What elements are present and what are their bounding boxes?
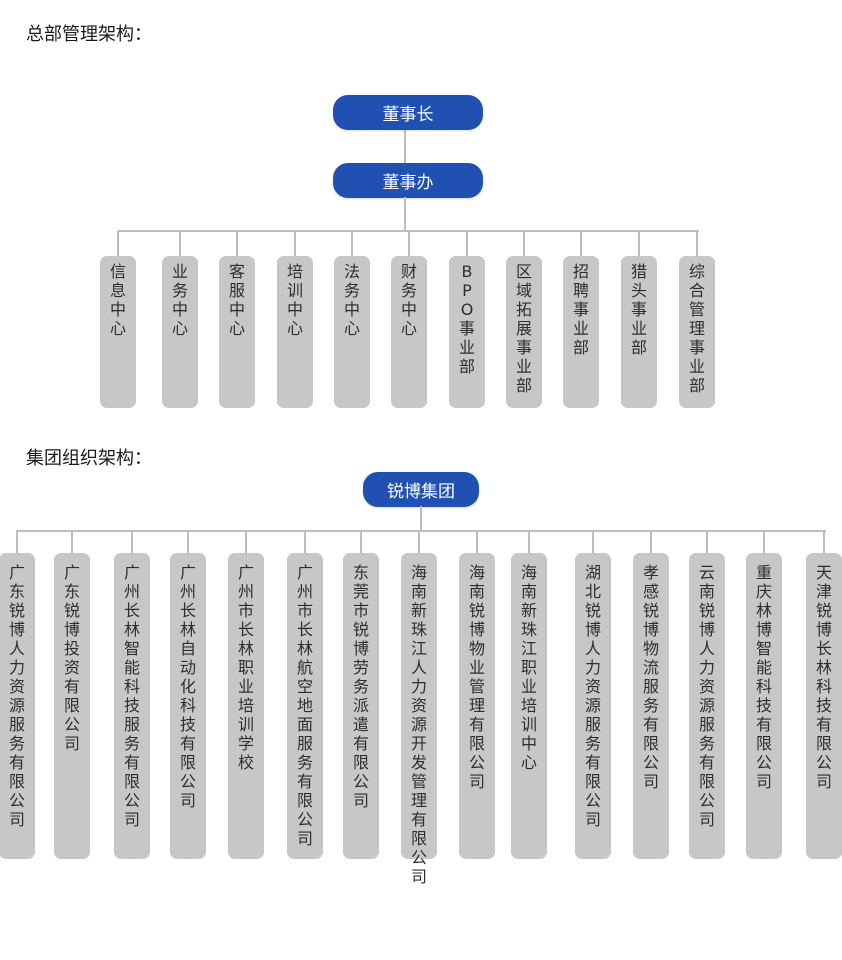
group-section-title: 集团组织架构： <box>26 448 152 469</box>
company-node: 广州市长林航空地面服务有限公司 <box>287 553 323 859</box>
company-node: 海南锐博物业管理有限公司 <box>459 553 495 859</box>
company-connector <box>187 531 189 553</box>
company-label: 海南新珠江人力资源开发管理有限公司 <box>410 563 427 886</box>
company-connector <box>706 531 708 553</box>
company-connector <box>528 531 530 553</box>
department-label: 财务中心 <box>400 262 417 338</box>
group-trunk-line <box>420 506 422 531</box>
company-label: 天津锐博长林科技有限公司 <box>815 563 832 791</box>
company-connector <box>823 531 825 553</box>
office-label: 董事办 <box>382 173 434 193</box>
department-connector <box>179 231 181 256</box>
company-node: 天津锐博长林科技有限公司 <box>806 553 842 859</box>
company-label: 重庆林博智能科技有限公司 <box>755 563 772 791</box>
company-label: 海南新珠江职业培训中心 <box>520 563 537 772</box>
company-label: 广东锐博人力资源服务有限公司 <box>8 563 25 829</box>
office-trunk-line <box>404 197 406 231</box>
department-node: 招聘事业部 <box>563 256 599 408</box>
company-connector <box>360 531 362 553</box>
company-connector <box>476 531 478 553</box>
company-node: 重庆林博智能科技有限公司 <box>746 553 782 859</box>
department-node: BPO事业部 <box>449 256 485 408</box>
department-node: 信息中心 <box>100 256 136 408</box>
company-label: 广东锐博投资有限公司 <box>63 563 80 753</box>
department-node: 猎头事业部 <box>621 256 657 408</box>
company-node: 广东锐博人力资源服务有限公司 <box>0 553 35 859</box>
company-connector <box>131 531 133 553</box>
department-label: 区域拓展事业部 <box>515 262 532 395</box>
company-node: 广州长林智能科技服务有限公司 <box>114 553 150 859</box>
company-node: 广州市长林职业培训学校 <box>228 553 264 859</box>
company-node: 海南新珠江职业培训中心 <box>511 553 547 859</box>
company-node: 海南新珠江人力资源开发管理有限公司 <box>401 553 437 886</box>
department-connector <box>580 231 582 256</box>
department-node: 财务中心 <box>391 256 427 408</box>
company-label: 广州市长林航空地面服务有限公司 <box>296 563 313 848</box>
company-connector <box>304 531 306 553</box>
company-label: 云南锐博人力资源服务有限公司 <box>698 563 715 829</box>
department-label: BPO事业部 <box>458 262 475 376</box>
department-connector <box>466 231 468 256</box>
department-label: 综合管理事业部 <box>688 262 705 395</box>
department-node: 客服中心 <box>219 256 255 408</box>
department-label: 招聘事业部 <box>572 262 589 357</box>
company-label: 东莞市锐博劳务派遣有限公司 <box>352 563 369 810</box>
department-label: 法务中心 <box>343 262 360 338</box>
department-connector <box>638 231 640 256</box>
company-connector <box>418 531 420 553</box>
department-node: 培训中心 <box>277 256 313 408</box>
department-label: 信息中心 <box>109 262 126 338</box>
department-label: 猎头事业部 <box>630 262 647 357</box>
group-bus-line <box>16 530 826 532</box>
department-connector <box>351 231 353 256</box>
company-connector <box>245 531 247 553</box>
company-node: 广东锐博投资有限公司 <box>54 553 90 859</box>
department-connector <box>696 231 698 256</box>
company-label: 广州长林智能科技服务有限公司 <box>123 563 140 829</box>
company-node: 孝感锐博物流服务有限公司 <box>633 553 669 859</box>
chairman-office-connector <box>404 129 406 163</box>
chairman-label: 董事长 <box>382 105 434 125</box>
company-node: 东莞市锐博劳务派遣有限公司 <box>343 553 379 859</box>
department-connector <box>408 231 410 256</box>
department-node: 法务中心 <box>334 256 370 408</box>
company-label: 广州市长林职业培训学校 <box>237 563 254 772</box>
company-node: 云南锐博人力资源服务有限公司 <box>689 553 725 859</box>
department-node: 区域拓展事业部 <box>506 256 542 408</box>
department-node: 综合管理事业部 <box>679 256 715 408</box>
company-node: 湖北锐博人力资源服务有限公司 <box>575 553 611 859</box>
department-connector <box>294 231 296 256</box>
group-root-node: 锐博集团 <box>363 472 479 507</box>
company-connector <box>650 531 652 553</box>
department-node: 业务中心 <box>162 256 198 408</box>
department-connector <box>236 231 238 256</box>
chairman-node: 董事长 <box>333 95 483 130</box>
company-label: 湖北锐博人力资源服务有限公司 <box>584 563 601 829</box>
group-root-label: 锐博集团 <box>387 482 455 502</box>
company-label: 孝感锐博物流服务有限公司 <box>642 563 659 791</box>
company-connector <box>763 531 765 553</box>
hq-section-title: 总部管理架构： <box>26 24 152 45</box>
department-label: 客服中心 <box>228 262 245 338</box>
company-connector <box>16 531 18 553</box>
company-node: 广州长林自动化科技有限公司 <box>170 553 206 859</box>
department-connector <box>523 231 525 256</box>
company-connector <box>71 531 73 553</box>
company-connector <box>592 531 594 553</box>
department-connector <box>117 231 119 256</box>
company-label: 海南锐博物业管理有限公司 <box>468 563 485 791</box>
office-node: 董事办 <box>333 163 483 198</box>
department-label: 培训中心 <box>286 262 303 338</box>
department-label: 业务中心 <box>171 262 188 338</box>
company-label: 广州长林自动化科技有限公司 <box>179 563 196 810</box>
